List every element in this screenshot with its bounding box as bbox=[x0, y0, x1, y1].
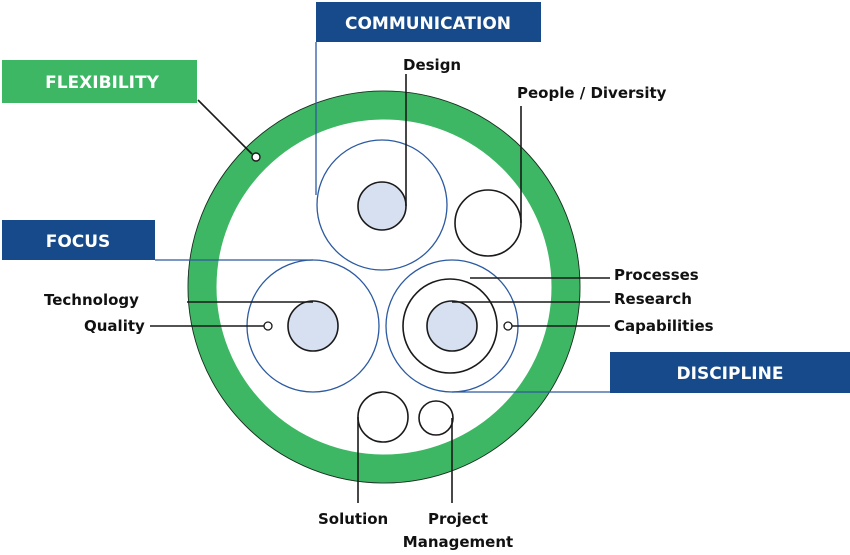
technology-label: Technology bbox=[44, 291, 139, 309]
people-diversity-label: People / Diversity bbox=[517, 84, 667, 102]
quality-point bbox=[263, 321, 273, 331]
processes-label: Processes bbox=[614, 266, 699, 284]
flexibility-point bbox=[251, 152, 261, 162]
capabilities-label: Capabilities bbox=[614, 317, 714, 335]
communication-circle bbox=[316, 139, 448, 271]
discipline-label: DISCIPLINE bbox=[677, 364, 784, 384]
discipline-box bbox=[610, 352, 850, 393]
flexibility-ring bbox=[187, 90, 581, 484]
project-management-circle bbox=[418, 400, 454, 436]
people-circle bbox=[454, 189, 522, 257]
solution-label: Solution bbox=[318, 510, 388, 528]
focus-label: FOCUS bbox=[46, 232, 111, 252]
solution-circle bbox=[357, 391, 409, 443]
communication-label: COMMUNICATION bbox=[345, 14, 511, 34]
quality-label: Quality bbox=[84, 317, 145, 335]
flexibility-label: FLEXIBILITY bbox=[45, 73, 160, 93]
technology-core bbox=[287, 300, 339, 352]
flexibility-box bbox=[2, 60, 197, 103]
project-management-label-line1: Project bbox=[428, 510, 488, 528]
focus-box bbox=[2, 220, 155, 260]
capabilities-point bbox=[503, 321, 513, 331]
flexibility-connector bbox=[197, 99, 253, 155]
design-core bbox=[357, 181, 407, 231]
research-core bbox=[426, 300, 478, 352]
processes-ring bbox=[402, 278, 498, 374]
research-label: Research bbox=[614, 290, 692, 308]
project-management-label-line2: Management bbox=[403, 533, 513, 551]
communication-box bbox=[316, 2, 541, 42]
ring-outline bbox=[187, 90, 581, 484]
design-label: Design bbox=[403, 56, 461, 74]
